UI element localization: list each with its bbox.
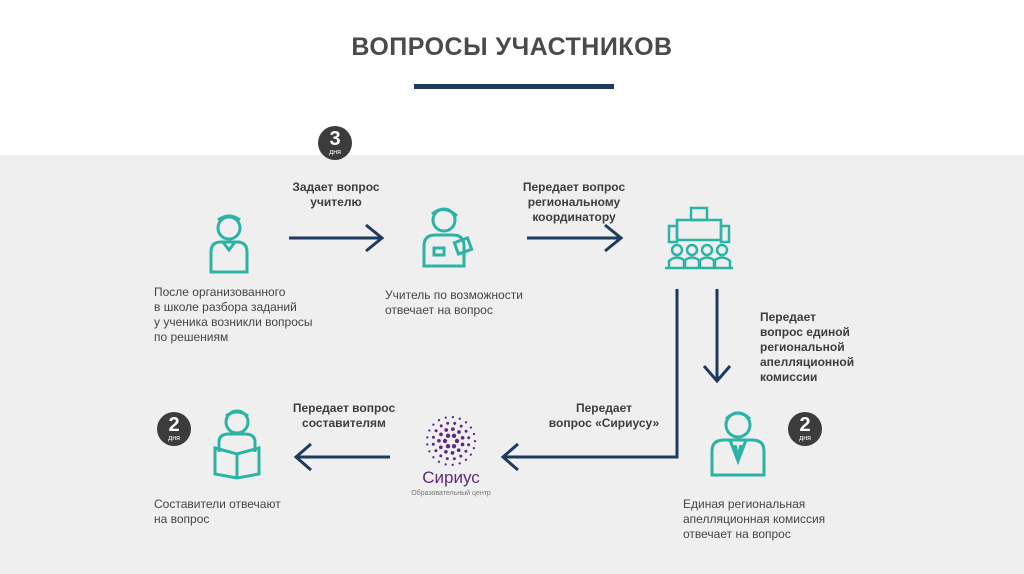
- sirius-logo-dot: [457, 430, 461, 434]
- arrow-label-to-coordinator: Передает вопрос региональному координато…: [522, 180, 626, 224]
- reader-icon: [213, 409, 261, 480]
- days-badge-bottom-left: 2 дня: [157, 412, 191, 446]
- badge-unit: дня: [168, 435, 180, 442]
- days-badge-bottom-right: 2 дня: [788, 412, 822, 446]
- sirius-logo-dot: [458, 417, 461, 420]
- sirius-logo-dot: [452, 457, 456, 461]
- sirius-logo-dot: [445, 433, 451, 438]
- sirius-logo-dot: [451, 463, 454, 467]
- sirius-logo-dot: [434, 449, 438, 453]
- sirius-subtitle: Образовательный центр: [411, 490, 491, 497]
- sirius-logo-dot: [453, 421, 457, 425]
- sirius-logo-dot: [428, 450, 431, 453]
- sirius-logo-dot: [444, 463, 447, 466]
- sirius-logo-dot: [459, 424, 463, 428]
- title-underline: [414, 84, 614, 89]
- sirius-logo-dot: [439, 454, 443, 458]
- sirius-logo-dot: [459, 454, 463, 458]
- sirius-logo-dot: [434, 429, 438, 433]
- arrow-label-to-authors: Передает вопрос составителям: [292, 401, 396, 430]
- sirius-logo-dot: [439, 432, 443, 437]
- sirius-logo-dot: [432, 423, 435, 426]
- sirius-logo-dot: [472, 446, 476, 450]
- days-badge-top: 3 дня: [318, 126, 352, 160]
- building-people-icon: [665, 206, 733, 270]
- badge-unit: дня: [799, 435, 811, 442]
- sirius-logo-dot: [444, 428, 449, 432]
- sirius-logo-dot: [432, 456, 435, 459]
- page-title: ВОПРОСЫ УЧАСТНИКОВ: [351, 33, 673, 61]
- sirius-logo-dot: [464, 429, 468, 433]
- student-caption: После организованного в школе разбора за…: [154, 285, 313, 344]
- sirius-name: Сириус: [422, 468, 480, 487]
- sirius-logo-dot: [444, 449, 448, 454]
- sirius-logo-dot: [428, 429, 431, 432]
- arrow-to-authors: [293, 442, 390, 472]
- sirius-logo-dot: [460, 435, 465, 440]
- sirius-logo-dot: [446, 421, 450, 425]
- authors-caption: Составители отвечают на вопрос: [154, 497, 281, 526]
- arrow-label-to-teacher: Задает вопрос учителю: [292, 180, 380, 209]
- badge-number: 2: [168, 414, 180, 436]
- sirius-logo-dot: [445, 444, 451, 449]
- sirius-logo-dot: [451, 415, 455, 419]
- badge-number: 3: [329, 128, 341, 150]
- sirius-logo-dot: [445, 457, 449, 461]
- sirius-logo-dot: [437, 460, 441, 463]
- student-icon: [209, 214, 249, 274]
- sirius-logo-dot: [469, 453, 472, 456]
- sirius-logo-dot: [439, 424, 443, 428]
- sirius-logo-dot: [464, 421, 468, 424]
- teacher-icon: [422, 207, 474, 268]
- sirius-logo-dot: [431, 442, 435, 446]
- sirius-logo-dot: [451, 444, 457, 449]
- sirius-logo-dot: [464, 449, 468, 453]
- sirius-logo-dot: [473, 439, 477, 443]
- sirius-logo-dot: [438, 445, 443, 450]
- arrow-to-commission: [702, 289, 732, 384]
- sirius-logo-dot: [426, 443, 429, 446]
- sirius-logo-dot: [469, 426, 473, 429]
- sirius-logo-dot: [437, 438, 441, 443]
- arrow-to-teacher: [289, 223, 385, 253]
- commission-caption: Единая региональная апелляционная комисс…: [683, 497, 826, 541]
- sirius-logo-dot: [426, 436, 429, 439]
- sirius-logo-dot: [451, 427, 455, 431]
- sirius-logo-dot: [444, 416, 447, 419]
- sirius-logo-dot: [464, 458, 468, 461]
- arrow-to-sirius: [500, 289, 679, 472]
- diagram-panel: [0, 155, 1024, 574]
- sirius-logo-dot: [437, 419, 441, 422]
- sirius-logo-icon: [426, 415, 477, 467]
- sirius-logo-dot: [451, 433, 457, 438]
- sirius-logo-dot: [460, 442, 465, 447]
- badge-number: 2: [799, 414, 811, 436]
- teacher-caption: Учитель по возможности отвечает на вопро…: [385, 288, 523, 317]
- sirius-logo-dot: [431, 435, 435, 439]
- sirius-logo-dot: [467, 436, 471, 440]
- arrow-to-coordinator: [527, 223, 624, 253]
- sirius-logo-dot: [456, 448, 461, 453]
- sirius-logo-dot: [467, 443, 471, 447]
- sirius-logo-dot: [454, 438, 460, 444]
- arrow-label-to-commission: Передает вопрос единой региональной апел…: [760, 310, 855, 384]
- official-icon: [710, 411, 766, 477]
- sirius-logo-dot: [442, 438, 448, 444]
- sirius-logo-dot: [450, 451, 455, 455]
- sirius-logo-dot: [458, 462, 461, 465]
- badge-unit: дня: [329, 149, 341, 156]
- arrow-label-to-sirius: Передает вопрос «Сириусу»: [548, 401, 660, 430]
- sirius-logo-dot: [472, 432, 476, 436]
